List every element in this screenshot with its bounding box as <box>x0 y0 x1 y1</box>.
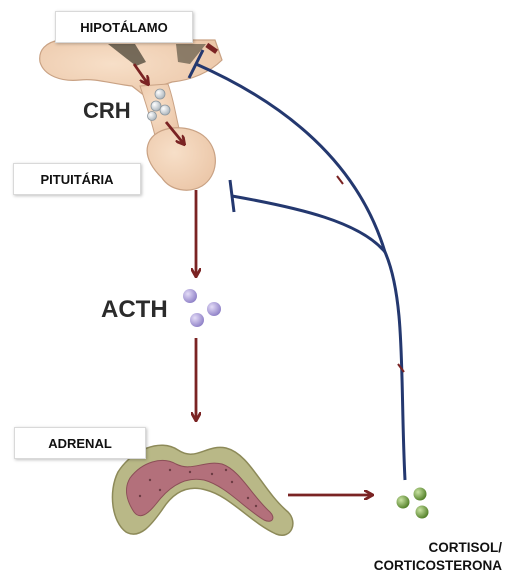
inhibition-bar-pituitary <box>230 180 234 212</box>
acth-label: ACTH <box>101 296 168 324</box>
cortisol-label-line2: CORTICOSTERONA <box>374 557 502 575</box>
feedback-line-to-hypothalamus <box>196 64 405 480</box>
pituitary-label: PITUITÁRIA <box>13 163 141 195</box>
hypothalamus-label: HIPOTÁLAMO <box>55 11 193 43</box>
cortisol-particles <box>397 488 429 519</box>
cortisol-label-line1: CORTISOL/ <box>374 539 502 557</box>
cortisol-label: CORTISOL/ CORTICOSTERONA <box>374 539 502 575</box>
pituitary-shape <box>147 128 215 190</box>
negative-feedback-lines <box>189 50 405 480</box>
crh-label: CRH <box>83 98 131 124</box>
feedback-line-to-pituitary <box>232 196 385 252</box>
acth-particles <box>183 289 221 327</box>
adrenal-label: ADRENAL <box>14 427 146 459</box>
